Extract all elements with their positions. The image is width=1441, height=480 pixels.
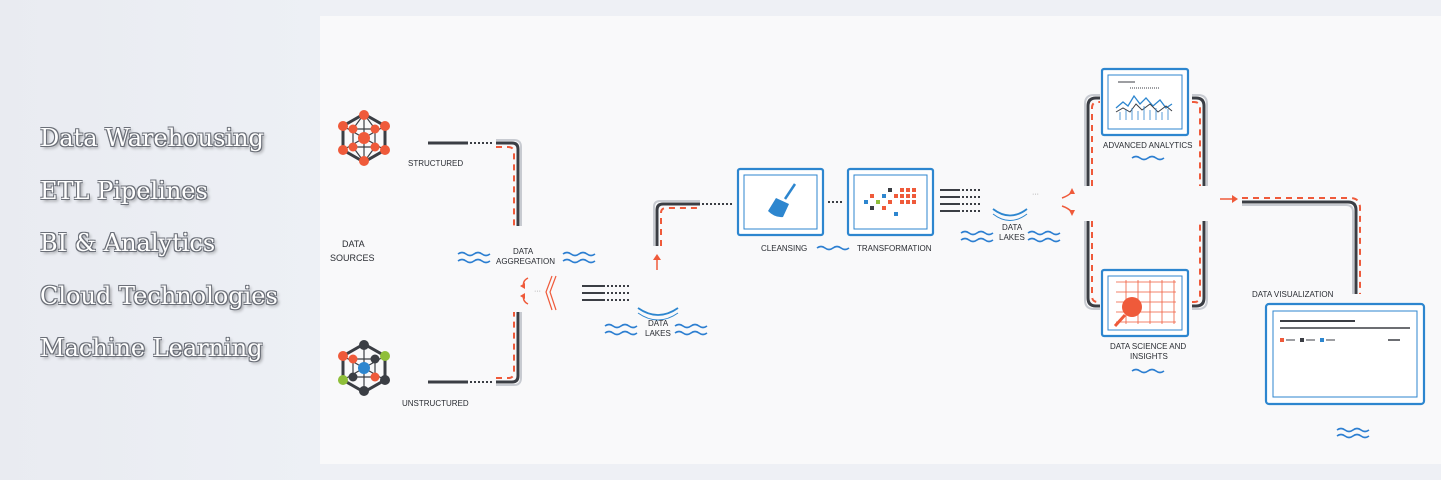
unstructured-source-icon [338, 340, 390, 396]
wave-icon [674, 323, 708, 329]
menu-item-cloud-technologies[interactable]: Cloud Technologies [40, 281, 278, 310]
aggregation-label-line2: AGGREGATION [496, 257, 555, 266]
menu-item-data-warehousing[interactable]: Data Warehousing [40, 124, 264, 152]
stream-dots [607, 285, 630, 301]
dots-icon: ··· [534, 288, 541, 295]
stream-lines [582, 285, 605, 301]
advanced-analytics-label: ADVANCED ANALYTICS [1103, 141, 1193, 150]
wave-icon [1027, 237, 1061, 243]
wave-icon [604, 330, 638, 336]
data-lake-a-icon [637, 307, 679, 316]
aggregation-label-line1: DATA [513, 247, 534, 256]
data-science-label-line1: DATA SCIENCE AND [1110, 342, 1186, 351]
wave-icon [960, 237, 994, 243]
dots-icon: ··· [1032, 191, 1039, 198]
pipe-merge-top [1192, 94, 1208, 186]
pipe-branch-down [1084, 221, 1100, 310]
structured-label: STRUCTURED [408, 159, 463, 168]
broom-icon [768, 183, 797, 218]
wave-icon [604, 323, 638, 329]
pipe-to-visualization [1242, 197, 1361, 294]
grid-icon [1116, 280, 1176, 324]
stream-dots [962, 189, 980, 212]
pipe-lakes-to-cleansing [653, 200, 732, 246]
wave-icon [1027, 230, 1061, 236]
unstructured-label: UNSTRUCTURED [402, 399, 469, 408]
wave-icon [1131, 155, 1165, 161]
chevron-left-icon [545, 275, 557, 311]
pipe-merge-bottom [1192, 221, 1208, 310]
wave-icon [674, 330, 708, 336]
menu-item-machine-learning[interactable]: Machine Learning [40, 334, 263, 362]
data-science-label-line2: INSIGHTS [1130, 352, 1168, 361]
converge-arrows-icon [520, 277, 529, 305]
wave-icon [1336, 427, 1370, 433]
transformation-screen [846, 167, 935, 237]
pipe-structured-to-aggregation [428, 139, 522, 226]
lakes-a-label-line1: DATA [648, 319, 669, 328]
menu-item-bi-analytics[interactable]: BI & Analytics [40, 229, 216, 257]
wave-icon [1131, 368, 1165, 374]
left-panel: Data Warehousing ETL Pipelines BI & Anal… [0, 0, 320, 480]
wave-icon [562, 258, 596, 264]
pipe-unstructured-to-aggregation [428, 312, 522, 386]
data-lake-b-icon [992, 208, 1028, 217]
lakes-a-label-line2: LAKES [645, 329, 671, 338]
pixel-grid-icon [864, 188, 916, 216]
advanced-analytics-screen [1100, 67, 1190, 137]
lakes-b-label-line1: DATA [1002, 223, 1023, 232]
data-pipeline-diagram: STRUCTURED UNSTRUCTURED DATA SOURCES [320, 16, 1441, 464]
service-menu: Data Warehousing ETL Pipelines BI & Anal… [40, 112, 278, 375]
cleansing-screen [736, 167, 825, 237]
magnifier-icon [1113, 297, 1142, 328]
pipeline-svg: STRUCTURED UNSTRUCTURED DATA SOURCES [330, 67, 1426, 439]
arrow-up-icon [653, 254, 661, 270]
wave-icon [960, 230, 994, 236]
wave-icon [562, 251, 596, 257]
line-chart-icon [1115, 81, 1173, 120]
menu-item-etl-pipelines[interactable]: ETL Pipelines [40, 176, 208, 205]
pipe-branch-up [1084, 94, 1100, 186]
wave-icon [457, 251, 491, 257]
wave-icon [1336, 433, 1370, 439]
wave-icon [816, 245, 850, 251]
transformation-label: TRANSFORMATION [857, 244, 932, 253]
lakes-b-label-line2: LAKES [999, 233, 1025, 242]
data-lake-a-icon [637, 312, 679, 321]
data-science-screen [1100, 268, 1190, 338]
cleansing-label: CLEANSING [761, 244, 807, 253]
split-arrows-icon [1061, 188, 1075, 216]
stream-lines [940, 189, 960, 212]
data-sources-label-line1: DATA [342, 239, 365, 249]
wave-icon [457, 258, 491, 264]
data-sources-label-line2: SOURCES [330, 253, 375, 263]
arrow-right-icon [1220, 195, 1238, 203]
data-lake-b-icon [992, 213, 1028, 221]
structured-source-icon [338, 110, 390, 166]
data-visualization-screen [1264, 302, 1426, 406]
data-visualization-label: DATA VISUALIZATION [1252, 290, 1334, 299]
